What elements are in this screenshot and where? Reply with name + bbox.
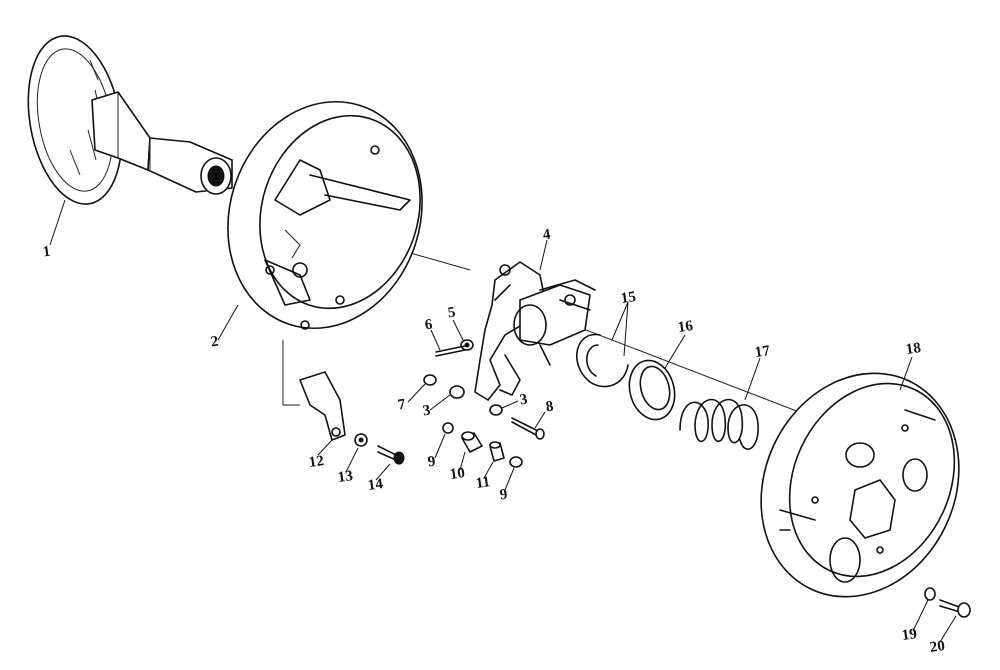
part-10-roller: [461, 431, 483, 453]
leader-lines: [49, 199, 957, 643]
callout-15: 15: [619, 289, 637, 307]
part-15-snap-ring: [576, 333, 629, 388]
callout-20: 20: [928, 638, 946, 656]
part-12-bracket: [282, 340, 346, 441]
part-17-spring: [679, 398, 759, 450]
callout-16: 16: [676, 318, 694, 336]
callout-19: 19: [900, 626, 918, 644]
callout-7: 7: [396, 396, 407, 414]
callout-17: 17: [753, 343, 771, 361]
part-13-washer: [354, 433, 368, 447]
part-5-washer: [460, 339, 474, 351]
callout-12: 12: [307, 453, 325, 471]
part-16-ring: [628, 359, 676, 421]
part-7-nut: [423, 374, 437, 386]
callout-18: 18: [904, 340, 922, 358]
part-2-clutch-drum: [227, 100, 423, 330]
part-18-cover: [760, 372, 960, 598]
callout-10: 10: [448, 465, 466, 483]
callout-14: 14: [366, 476, 384, 494]
callout-4: 4: [541, 226, 552, 244]
part-9-washer-left: [442, 422, 454, 434]
part-20-bolt: [939, 599, 971, 618]
callout-13: 13: [336, 468, 354, 486]
part-6-bolt: [435, 345, 466, 357]
part-3-washer-left: [449, 385, 465, 399]
part-9-washer-right: [509, 456, 523, 468]
part-11-pin: [489, 441, 505, 462]
part-8-bolt: [511, 417, 545, 440]
part-3-washer-right: [489, 404, 503, 416]
callout-11: 11: [474, 474, 492, 492]
callout-6: 6: [423, 316, 434, 334]
part-4-spider-assembly: [474, 261, 596, 401]
part-1-drive-disc: [27, 35, 233, 205]
part-19-washer: [924, 587, 936, 601]
part-14-bolt: [377, 445, 405, 465]
